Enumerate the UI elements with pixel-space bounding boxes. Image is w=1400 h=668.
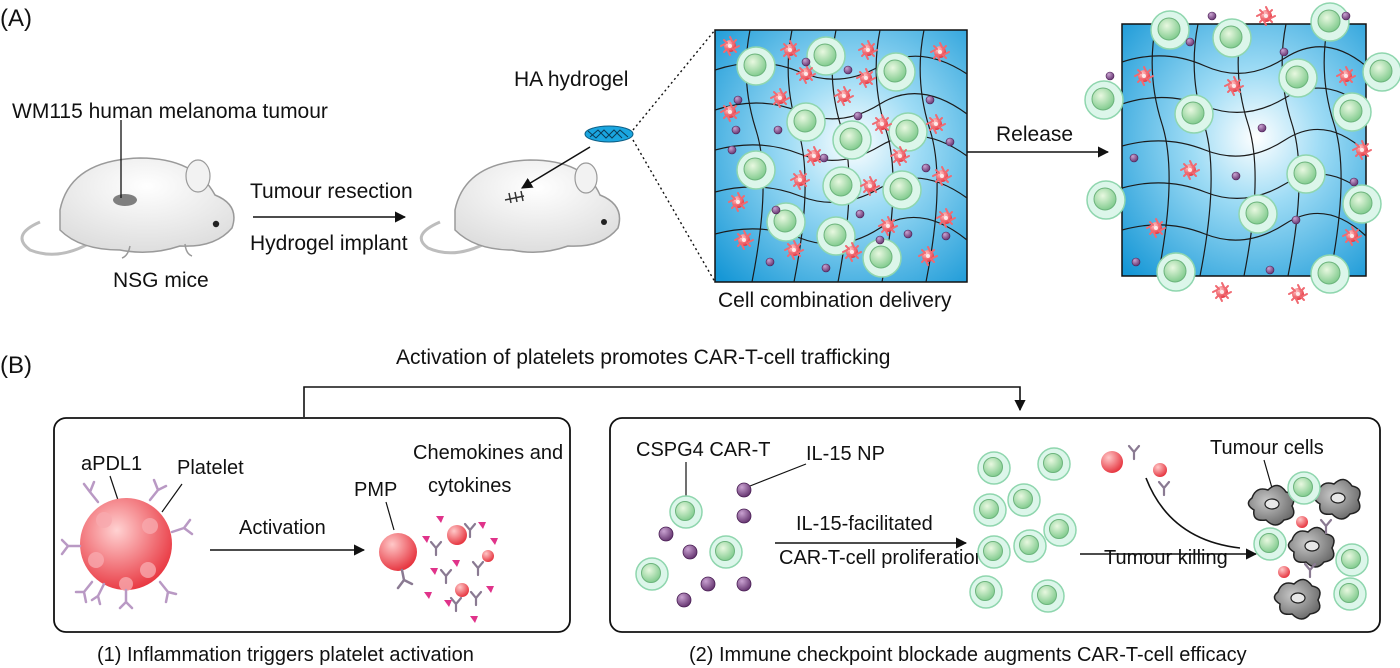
platelet-with-apdl1 xyxy=(60,478,194,610)
panel-a-letter: (A) xyxy=(0,5,32,32)
checkpoint-blockade-box xyxy=(609,417,1381,633)
cart-and-np-cluster xyxy=(635,482,752,608)
suture-icon xyxy=(504,190,525,204)
expanded-cart-cluster xyxy=(969,447,1077,613)
hydrogel-release-box xyxy=(1084,2,1400,304)
chemokines-label: Chemokines and xyxy=(413,442,563,464)
apdl1-label: aPDL1 xyxy=(81,453,142,475)
cytokines-label: cytokines xyxy=(428,475,511,497)
cytokine-icons xyxy=(422,516,498,623)
tumour-spot-icon xyxy=(113,194,137,206)
trafficking-label: Activation of platelets promotes CAR-T-c… xyxy=(396,346,890,369)
panel-b-letter: (B) xyxy=(0,352,32,379)
hydrogel-label: HA hydrogel xyxy=(514,68,628,91)
tumour-cells-label: Tumour cells xyxy=(1210,437,1324,459)
platelet-pointer xyxy=(161,483,183,513)
trafficking-arrow xyxy=(303,386,1026,417)
platelet-activation-box xyxy=(53,417,571,633)
nsg-mouse-illustration xyxy=(20,157,235,259)
tumour-killing-cluster xyxy=(1247,471,1369,620)
proliferation-top-label: IL-15-facilitated xyxy=(796,513,933,535)
step-bottom-label: Hydrogel implant xyxy=(250,232,408,255)
checkpoint-antibody-icons xyxy=(1101,444,1241,549)
activation-label: Activation xyxy=(239,517,326,539)
killing-label: Tumour killing xyxy=(1104,547,1228,569)
tumour-label: WM115 human melanoma tumour xyxy=(12,100,328,123)
box1-caption: (1) Inflammation triggers platelet activ… xyxy=(97,644,474,666)
hydrogel-icon xyxy=(584,125,634,143)
antibody-icons xyxy=(60,478,194,610)
pmp-and-cytokines xyxy=(379,516,498,623)
il15-np-label: IL-15 NP xyxy=(806,443,885,465)
box2-caption: (2) Immune checkpoint blockade augments … xyxy=(689,644,1247,666)
step-top-label: Tumour resection xyxy=(250,180,413,203)
zoom-line-bottom xyxy=(632,139,716,283)
pmp-label: PMP xyxy=(354,479,397,501)
pmp-pointer xyxy=(385,501,395,531)
implanted-mouse-illustration xyxy=(419,159,621,255)
cart-label: CSPG4 CAR-T xyxy=(636,439,770,461)
tumour-cells-pointer xyxy=(1263,459,1273,489)
delivery-caption: Cell combination delivery xyxy=(718,289,952,312)
platelet-label: Platelet xyxy=(177,457,244,479)
il15-pointer xyxy=(749,463,807,487)
implant-arrow xyxy=(521,146,591,189)
hydrogel-delivery-box xyxy=(714,29,968,283)
mouse-label: NSG mice xyxy=(113,269,209,292)
proliferation-bottom-label: CAR-T-cell proliferation xyxy=(779,547,986,569)
curved-arrow xyxy=(1145,477,1241,549)
zoom-line-top xyxy=(632,29,716,131)
release-label: Release xyxy=(996,123,1073,146)
